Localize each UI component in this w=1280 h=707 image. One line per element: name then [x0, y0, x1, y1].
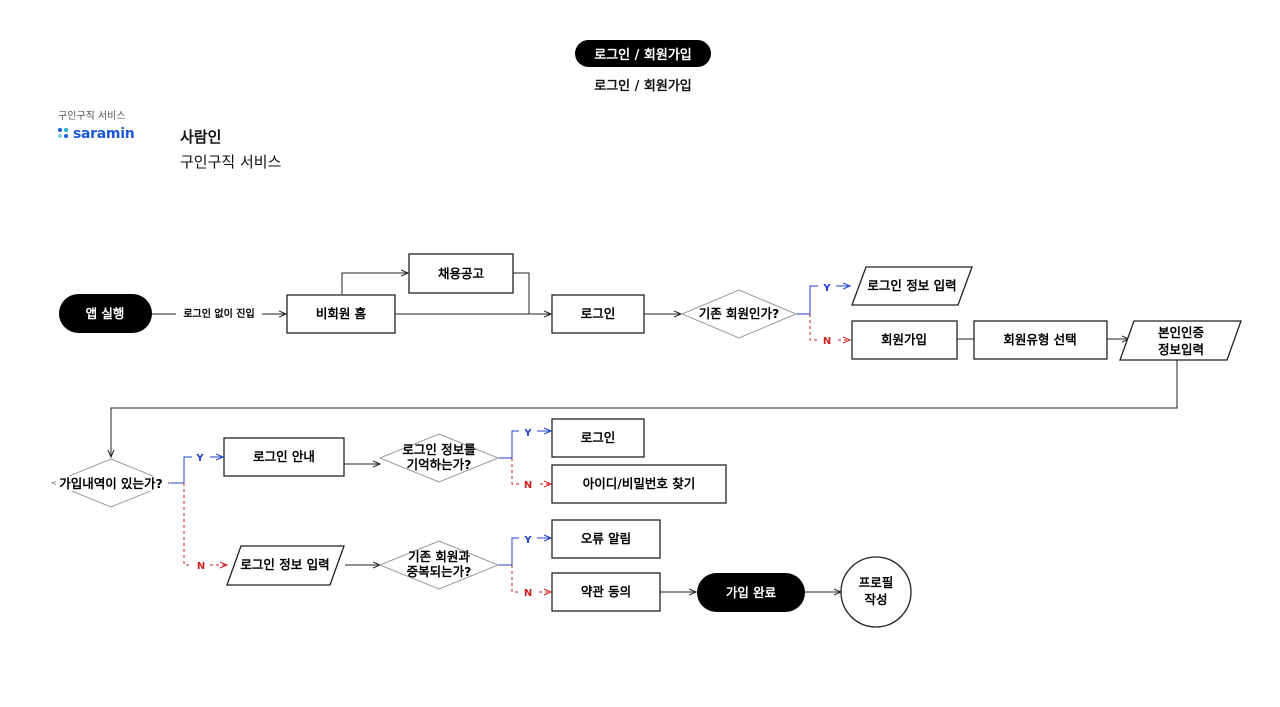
- company-name: 사람인: [180, 128, 222, 146]
- node-job-postings: [408, 253, 514, 294]
- history-yes-label: Y: [195, 453, 204, 464]
- node-signup-complete-label: 가입 완료: [726, 585, 777, 600]
- edge-remember-no: [511, 458, 551, 484]
- node-login-guide-label: 로그인 안내: [253, 449, 315, 464]
- page-title-pill: 로그인 / 회원가입: [575, 40, 711, 67]
- node-terms-agree-label: 약관 동의: [581, 584, 631, 599]
- node-identity-verification-line2: 정보입력: [1158, 342, 1204, 357]
- edge-jobs-to-login: [513, 272, 530, 314]
- edge-history-no: [183, 483, 227, 565]
- node-login: [551, 294, 645, 334]
- check-yes-label: Y: [822, 283, 831, 294]
- node-signup-complete: [697, 573, 805, 612]
- node-remembers-login-info: [378, 433, 500, 483]
- node-duplicate-member: [378, 540, 500, 590]
- check-no-label: N: [823, 336, 831, 347]
- node-app-start-label: 앱 실행: [86, 306, 125, 321]
- node-terms-agree: [551, 572, 661, 612]
- node-job-postings-label: 채용공고: [438, 266, 485, 281]
- page-subtitle: 로그인 / 회원가입: [594, 79, 692, 94]
- node-is-existing-member-label: 기존 회원인가?: [699, 306, 780, 321]
- node-error-alert-label: 오류 알림: [581, 531, 631, 546]
- node-has-signup-history-label: 가입내역이 있는가?: [59, 476, 163, 491]
- remember-no-label: N: [524, 480, 532, 491]
- logo-dots-icon: [58, 128, 70, 140]
- node-login-guide: [223, 437, 345, 477]
- logo-text: saramin: [73, 126, 135, 142]
- edge-duplicate-no: [511, 565, 551, 592]
- node-login-info-input-top: [851, 266, 973, 306]
- node-identity-verification: [1119, 320, 1242, 361]
- node-member-type-select-label: 회원유형 선택: [1003, 332, 1076, 347]
- history-no-label: N: [197, 561, 205, 572]
- node-profile-write: [840, 556, 912, 628]
- edge-label-no-login: 로그인 없이 진입: [183, 307, 254, 320]
- node-app-start: [59, 294, 152, 333]
- node-login-result-label: 로그인: [581, 430, 616, 445]
- node-login-label: 로그인: [581, 306, 616, 321]
- brand-small-label: 구인구직 서비스: [58, 111, 126, 122]
- node-login-info-input-bottom-label: 로그인 정보 입력: [240, 557, 329, 572]
- node-find-id-password: [551, 464, 727, 504]
- edge-verify-to-history: [111, 360, 1178, 457]
- node-guest-home-label: 비회원 홈: [316, 306, 367, 321]
- node-login-info-input-top-label: 로그인 정보 입력: [867, 278, 956, 293]
- remember-yes-label: Y: [523, 428, 532, 439]
- node-duplicate-member-line1: 기존 회원과: [408, 549, 470, 564]
- duplicate-no-label: N: [524, 588, 532, 599]
- node-error-alert: [551, 519, 661, 559]
- node-guest-home: [286, 294, 396, 334]
- node-profile-write-line2: 작성: [864, 592, 887, 607]
- node-is-existing-member: [680, 289, 798, 339]
- node-remembers-login-info-line2: 기억하는가?: [407, 457, 472, 472]
- node-signup: [851, 320, 958, 360]
- saramin-logo: saramin: [58, 126, 135, 142]
- edge-home-to-jobs: [341, 273, 408, 294]
- node-remembers-login-info-line1: 로그인 정보를: [402, 442, 476, 457]
- node-signup-label: 회원가입: [881, 332, 927, 347]
- edge-check-no: [809, 314, 850, 340]
- node-find-id-password-label: 아이디/비밀번호 찾기: [583, 476, 695, 491]
- company-description: 구인구직 서비스: [180, 153, 282, 171]
- node-identity-verification-line1: 본인인증: [1158, 325, 1205, 340]
- node-duplicate-member-line2: 중복되는가?: [407, 564, 472, 579]
- duplicate-yes-label: Y: [523, 535, 532, 546]
- node-login-result: [551, 418, 645, 458]
- node-profile-write-line1: 프로필: [859, 575, 894, 590]
- node-login-info-input-bottom: [226, 545, 345, 586]
- node-member-type-select: [973, 320, 1108, 360]
